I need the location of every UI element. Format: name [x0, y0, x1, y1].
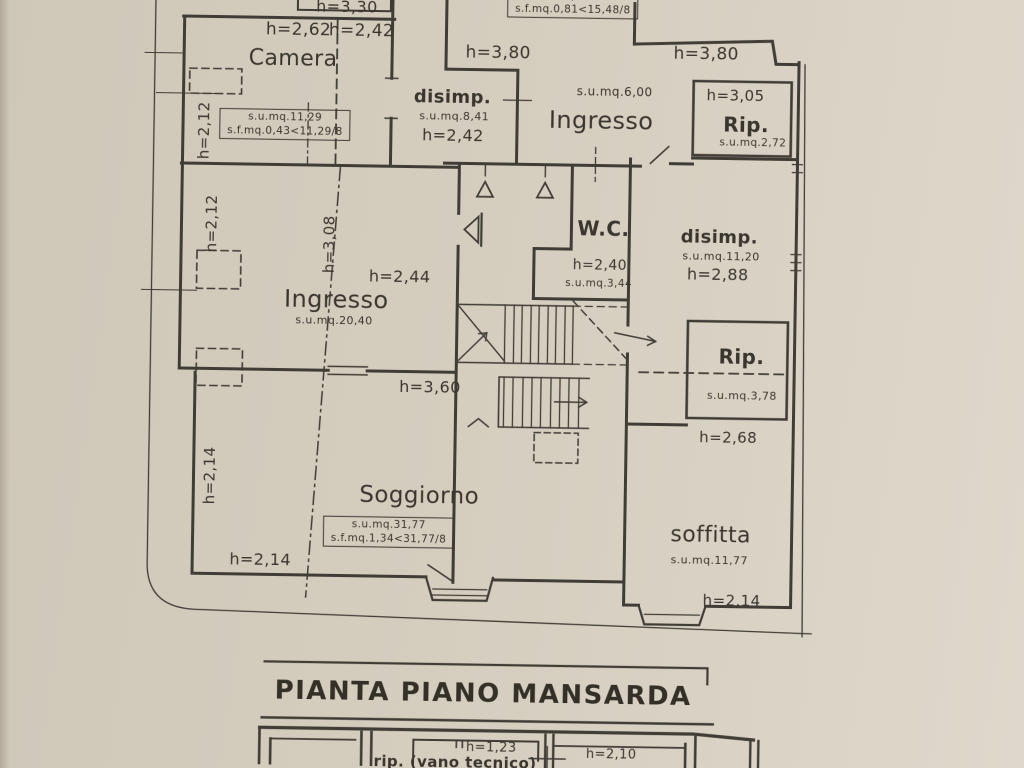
room-label-wc: W.C. [577, 216, 630, 242]
room-label-ingresso-main: Ingresso [283, 284, 389, 315]
room-label-soggiorno: Soggiorno [359, 481, 480, 510]
wc-h: h=2,40 [572, 257, 628, 274]
dim-h330: h=3,30 [315, 0, 378, 17]
ingresso-main-su: s.u.mq.20,40 [295, 313, 373, 328]
dim-h360: h=3,60 [399, 376, 461, 397]
room-label-ingresso-top: Ingresso [548, 105, 654, 136]
dim-h244: h=2,44 [368, 266, 431, 287]
disimp-right-su: s.u.mq.11,20 [682, 249, 760, 264]
dim-h380-right: h=3,80 [673, 43, 739, 65]
rip-top-h: h=3,05 [706, 86, 765, 106]
dim-h214-left: h=2,14 [200, 446, 219, 505]
lower-plan-h210: h=2,10 [585, 746, 637, 763]
soffitta-su: s.u.mq.11,77 [670, 553, 748, 568]
rip-mid-su: s.u.mq.3,78 [706, 388, 777, 403]
room-label-disimp-right: disimp. [680, 226, 759, 249]
ingresso-top-su: s.u.mq.6,00 [576, 84, 653, 100]
dim-h262: h=2,62 [265, 19, 332, 41]
area-box-camera: s.u.mq.11,29 s.f.mq.0,43<11,29/8 [219, 107, 351, 142]
top-sf: s.f.mq.0,81<15,48/8 [515, 2, 631, 17]
dim-h212-ingresso: h=2,12 [202, 194, 221, 253]
dim-h268: h=2,68 [699, 428, 758, 448]
room-label-disimp-top: disimp. [413, 86, 492, 109]
disimp-right-h: h=2,88 [686, 264, 749, 285]
area-box-soggiorno: s.u.mq.31,77 s.f.mq.1,34<31,77/8 [322, 515, 455, 549]
dim-h380-left: h=3,80 [465, 42, 531, 64]
disimp-top-su: s.u.mq.8,41 [419, 109, 490, 124]
soggiorno-sf: s.f.mq.1,34<31,77/8 [330, 531, 447, 546]
room-label-rip-mid: Rip. [718, 344, 765, 370]
dim-h214-soffitta: h=2,14 [702, 591, 761, 611]
camera-sf: s.f.mq.0,43<11,29/8 [227, 123, 343, 138]
room-label-soffitta: soffitta [670, 522, 752, 549]
rip-top-su: s.u.mq.2,72 [719, 136, 787, 150]
disimp-top-h: h=2,42 [421, 125, 484, 146]
wc-su: s.u.mq.3,44 [565, 277, 633, 291]
dim-h212-camera: h=2,12 [194, 101, 214, 160]
lower-plan-h123: h=1,23 [465, 740, 517, 756]
dim-h308: h=3,08 [319, 215, 339, 274]
area-box-top: s.u.mq.15,48 s.f.mq.0,81<15,48/8 [507, 0, 639, 20]
room-label-rip-top: Rip. [723, 112, 770, 138]
dim-h242-camera: h=2,42 [328, 20, 395, 42]
dim-h214-bottom: h=2,14 [229, 549, 292, 570]
room-label-camera: Camera [248, 45, 338, 72]
